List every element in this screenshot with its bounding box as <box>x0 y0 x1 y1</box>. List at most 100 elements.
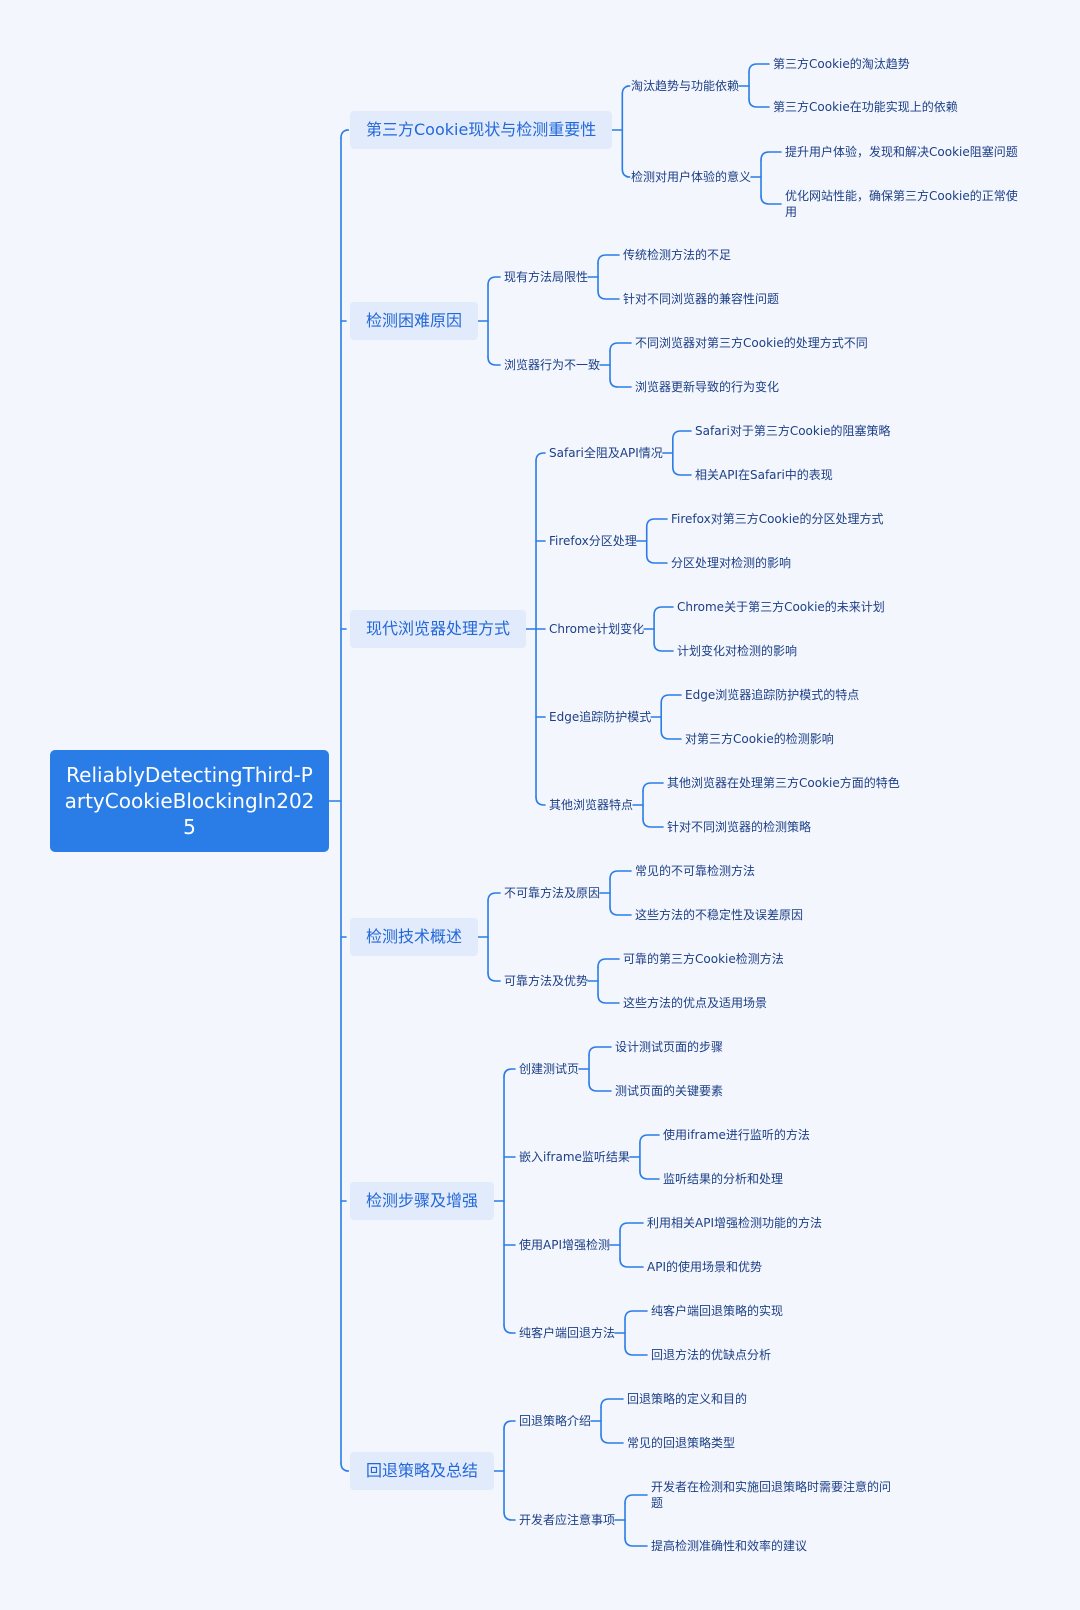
leaf-topic[interactable]: 分区处理对检测的影响 <box>671 556 792 570</box>
leaf-topic[interactable]: 不同浏览器对第三方Cookie的处理方式不同 <box>635 336 868 350</box>
connector-line <box>760 151 782 161</box>
branch-node[interactable]: 检测技术概述 <box>350 918 479 956</box>
sub-topic[interactable]: 纯客户端回退方法 <box>519 1326 616 1340</box>
connector-line <box>619 1222 644 1232</box>
connector-line <box>653 642 674 652</box>
branch-node[interactable]: 检测困难原因 <box>350 302 479 340</box>
leaf-topic[interactable]: Edge浏览器追踪防护模式的特点 <box>685 688 860 702</box>
connector-line <box>600 1434 624 1444</box>
connector-line <box>597 290 620 300</box>
leaf-topic[interactable]: 纯客户端回退策略的实现 <box>651 1304 784 1318</box>
connector-line <box>645 518 668 528</box>
connector-line <box>609 378 632 388</box>
sub-topic[interactable]: 检测对用户体验的意义 <box>631 170 752 184</box>
connector-line <box>487 356 501 366</box>
connector-line <box>487 972 501 982</box>
leaf-topic[interactable]: 第三方Cookie在功能实现上的依赖 <box>773 100 958 114</box>
leaf-topic[interactable]: 这些方法的不稳定性及误差原因 <box>635 908 804 922</box>
connector-line <box>609 342 632 352</box>
sub-topic[interactable]: 创建测试页 <box>519 1062 580 1076</box>
sub-topic[interactable]: 嵌入iframe监听结果 <box>519 1150 630 1164</box>
sub-topic[interactable]: 回退策略介绍 <box>519 1414 592 1428</box>
connector-line <box>503 1068 516 1078</box>
connector-line <box>672 430 692 440</box>
sub-topic[interactable]: 可靠方法及优势 <box>504 974 589 988</box>
leaf-topic[interactable]: 浏览器更新导致的行为变化 <box>635 380 780 394</box>
leaf-topic[interactable]: 这些方法的优点及适用场景 <box>623 996 768 1010</box>
leaf-topic[interactable]: 常见的回退策略类型 <box>627 1436 736 1450</box>
leaf-topic[interactable]: 对第三方Cookie的检测影响 <box>685 732 834 746</box>
root-node[interactable]: ReliablyDetectingThird-PartyCookieBlocki… <box>50 750 329 852</box>
connector-line <box>639 1170 660 1180</box>
connector-line <box>619 1258 644 1268</box>
connector-line <box>645 554 668 564</box>
sub-topic[interactable]: Edge追踪防护模式 <box>549 710 652 724</box>
sub-topic[interactable]: 淘汰趋势与功能依赖 <box>631 79 740 93</box>
connector-line <box>340 129 350 139</box>
sub-topic[interactable]: 其他浏览器特点 <box>549 798 634 812</box>
leaf-topic[interactable]: 其他浏览器在处理第三方Cookie方面的特色 <box>667 776 900 790</box>
branch-node[interactable]: 第三方Cookie现状与检测重要性 <box>350 111 613 149</box>
leaf-topic[interactable]: 针对不同浏览器的检测策略 <box>667 820 812 834</box>
sub-topic[interactable]: 开发者应注意事项 <box>519 1513 616 1527</box>
leaf-topic[interactable]: Chrome关于第三方Cookie的未来计划 <box>677 600 885 614</box>
leaf-topic[interactable]: 测试页面的关键要素 <box>615 1084 724 1098</box>
leaf-topic[interactable]: 利用相关API增强检测功能的方法 <box>647 1216 822 1230</box>
connector-line <box>621 168 631 178</box>
connector-line <box>503 1511 516 1521</box>
connector-line <box>487 892 501 902</box>
connector-line <box>535 452 546 462</box>
leaf-topic[interactable]: 监听结果的分析和处理 <box>663 1172 784 1186</box>
connector-line <box>503 1324 516 1334</box>
leaf-topic[interactable]: 优化网站性能，确保第三方Cookie的正常使用 <box>785 189 1018 219</box>
connector-line <box>624 1346 648 1356</box>
branch-node[interactable]: 回退策略及总结 <box>350 1452 495 1490</box>
leaf-topic[interactable]: 针对不同浏览器的兼容性问题 <box>623 292 780 306</box>
leaf-topic[interactable]: 可靠的第三方Cookie检测方法 <box>623 952 784 966</box>
leaf-topic[interactable]: 相关API在Safari中的表现 <box>695 468 833 482</box>
connector-line <box>609 906 632 916</box>
connector-line <box>588 1046 612 1056</box>
leaf-topic[interactable]: 使用iframe进行监听的方法 <box>663 1128 810 1142</box>
sub-topic[interactable]: Safari全阻及API情况 <box>549 446 663 460</box>
leaf-topic[interactable]: 开发者在检测和实施回退策略时需要注意的问题 <box>651 1480 892 1510</box>
sub-topic[interactable]: Chrome计划变化 <box>549 622 645 636</box>
leaf-topic[interactable]: 提升用户体验，发现和解决Cookie阻塞问题 <box>785 145 1018 159</box>
sub-topic[interactable]: 使用API增强检测 <box>519 1238 610 1252</box>
leaf-topic[interactable]: 传统检测方法的不足 <box>623 248 732 262</box>
connector-line <box>624 1310 648 1320</box>
sub-topic[interactable]: 不可靠方法及原因 <box>504 886 601 900</box>
sub-topic[interactable]: 浏览器行为不一致 <box>504 358 601 372</box>
connector-line <box>621 85 631 95</box>
connector-line <box>642 782 664 792</box>
connector-line <box>340 1462 350 1472</box>
connector-line <box>760 195 782 205</box>
connector-line <box>597 994 620 1004</box>
branch-node[interactable]: 检测步骤及增强 <box>350 1182 495 1220</box>
connector-line <box>639 1134 660 1144</box>
leaf-topic[interactable]: 提高检测准确性和效率的建议 <box>651 1539 808 1553</box>
connector-line <box>660 730 682 740</box>
leaf-topic[interactable]: 回退策略的定义和目的 <box>627 1392 748 1406</box>
leaf-topic[interactable]: 第三方Cookie的淘汰趋势 <box>773 57 910 71</box>
connector-line <box>624 1537 648 1547</box>
leaf-topic[interactable]: Safari对于第三方Cookie的阻塞策略 <box>695 424 891 438</box>
leaf-topic[interactable]: Firefox对第三方Cookie的分区处理方式 <box>671 512 884 526</box>
connector-line <box>672 466 692 476</box>
connector-line <box>597 958 620 968</box>
connector-line <box>597 254 620 264</box>
leaf-topic[interactable]: 回退方法的优缺点分析 <box>651 1348 772 1362</box>
sub-topic[interactable]: 现有方法局限性 <box>504 270 589 284</box>
connector-line <box>609 870 632 880</box>
sub-topic[interactable]: Firefox分区处理 <box>549 534 637 548</box>
leaf-topic[interactable]: 常见的不可靠检测方法 <box>635 864 756 878</box>
leaf-topic[interactable]: 计划变化对检测的影响 <box>677 644 798 658</box>
connector-line <box>535 796 546 806</box>
connector-line <box>487 276 501 286</box>
connector-line <box>503 1420 516 1430</box>
leaf-topic[interactable]: 设计测试页面的步骤 <box>615 1040 724 1054</box>
leaf-topic[interactable]: API的使用场景和优势 <box>647 1260 762 1274</box>
branch-node[interactable]: 现代浏览器处理方式 <box>350 610 527 648</box>
